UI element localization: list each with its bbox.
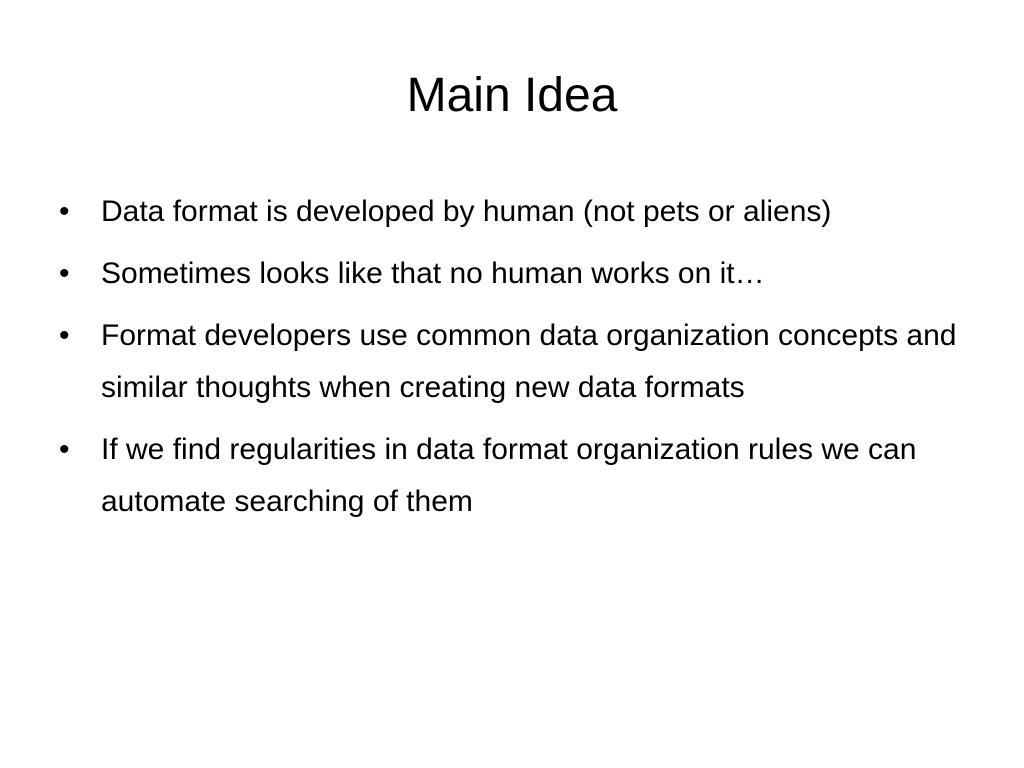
bullet-marker: • bbox=[59, 257, 70, 290]
bullet-text: Sometimes looks like that no human works… bbox=[101, 257, 765, 290]
bullet-list: • Data format is developed by human (not… bbox=[56, 186, 974, 538]
bullet-text: Format developers use common data organi… bbox=[101, 319, 957, 404]
bullet-marker: • bbox=[59, 433, 70, 466]
bullet-item: • Format developers use common data orga… bbox=[56, 310, 974, 414]
bullet-text: Data format is developed by human (not p… bbox=[101, 195, 832, 228]
bullet-item: • Sometimes looks like that no human wor… bbox=[56, 248, 974, 300]
bullet-item: • Data format is developed by human (not… bbox=[56, 186, 974, 238]
bullet-text: If we find regularities in data format o… bbox=[101, 433, 917, 518]
slide-title: Main Idea bbox=[406, 69, 618, 122]
bullet-item: • If we find regularities in data format… bbox=[56, 424, 974, 528]
bullet-marker: • bbox=[59, 195, 70, 228]
bullet-marker: • bbox=[59, 319, 70, 352]
